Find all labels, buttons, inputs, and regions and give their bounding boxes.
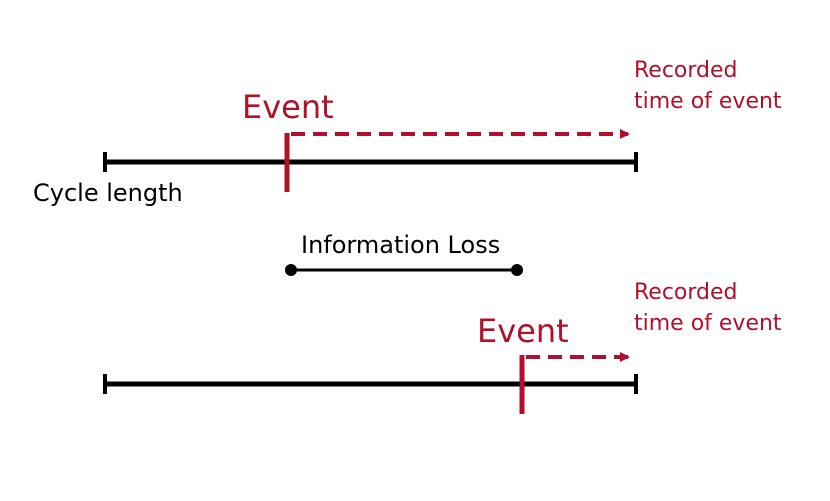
top-recorded-label-line2: time of event (634, 89, 782, 114)
information-loss-span: Information Loss (285, 231, 523, 276)
top-timeline: Event Recorded time of event Cycle lengt… (33, 58, 782, 207)
cycle-length-label: Cycle length (33, 179, 183, 207)
top-event-label: Event (242, 88, 334, 126)
bottom-timeline: Event Recorded time of event (103, 280, 782, 414)
bottom-recorded-label-line1: Recorded (634, 280, 738, 305)
bottom-recorded-label-line2: time of event (634, 311, 782, 336)
information-loss-label: Information Loss (301, 231, 500, 259)
information-loss-start-dot (285, 264, 297, 276)
information-loss-end-dot (511, 264, 523, 276)
top-recorded-label-line1: Recorded (634, 58, 738, 83)
bottom-event-label: Event (477, 312, 569, 350)
